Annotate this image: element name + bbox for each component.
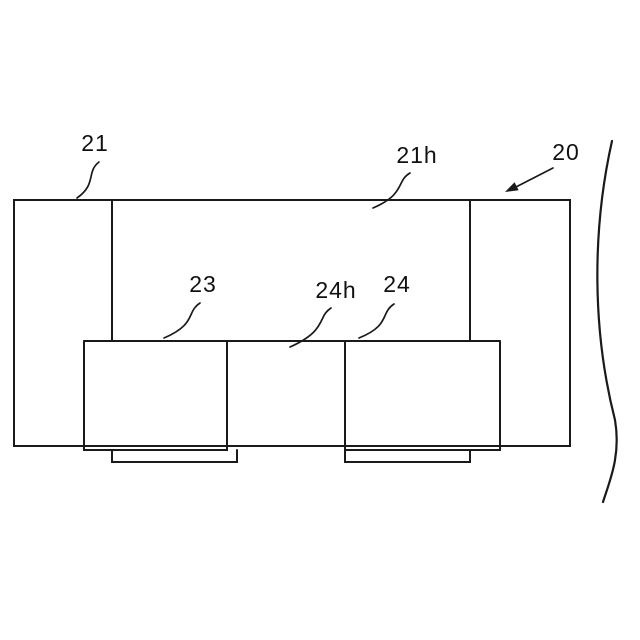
leader-line-24h <box>289 307 332 348</box>
label-23: 23 <box>189 271 217 297</box>
left-terminal-box <box>83 340 228 451</box>
leader-line-21h <box>372 172 411 209</box>
leader-line-21 <box>76 161 100 199</box>
label-21: 21 <box>81 130 109 156</box>
label-21h: 21h <box>396 142 438 168</box>
leader-line-23 <box>163 302 201 339</box>
right-terminal-tab <box>344 449 471 463</box>
outer-body-outline <box>13 199 571 447</box>
left-terminal-tab <box>111 449 238 463</box>
leader-arrowhead-20 <box>505 182 519 192</box>
leader-line-20 <box>513 167 554 189</box>
label-24: 24 <box>383 271 411 297</box>
linework-group <box>13 139 618 504</box>
label-20: 20 <box>552 139 580 165</box>
right-terminal-box <box>344 340 501 451</box>
label-24h: 24h <box>315 277 357 303</box>
leader-line-24 <box>358 303 395 339</box>
break-wavy-line <box>596 139 618 504</box>
